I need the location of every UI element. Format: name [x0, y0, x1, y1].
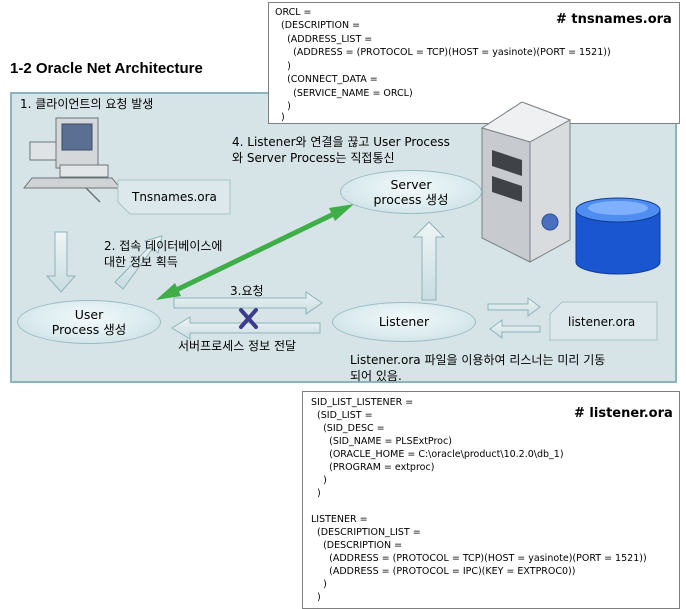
tnsnames-code-line: (DESCRIPTION = [275, 20, 361, 31]
listener-code-line: ) [311, 592, 321, 603]
page-title: 1-2 Oracle Net Architecture [10, 60, 203, 77]
listener-box-title: # listener.ora [574, 406, 673, 421]
listener-code-box: # listener.ora SID_LIST_LISTENER = (SID_… [302, 391, 680, 609]
step2-label-line1: 2. 접속 데이터베이스에 [104, 239, 223, 253]
listener-code-line: ) [311, 579, 327, 590]
direct-communication-line [166, 207, 344, 297]
tnsnames-code-line: ORCL = [275, 7, 312, 18]
direct-communication-arrowhead-user [156, 283, 181, 300]
listener-code-line: (SID_DESC = [311, 423, 385, 434]
user-process-label-line1: User [74, 307, 104, 322]
listener-code-line: ) [311, 475, 327, 486]
tnsnames-box-title: # tnsnames.ora [556, 12, 672, 27]
tnsnames-code-box: # tnsnames.ora ORCL = (DESCRIPTION = (AD… [268, 2, 680, 124]
listener-code-line: (DESCRIPTION = [311, 540, 403, 551]
listener-code-line: (PROGRAM = extproc) [311, 462, 435, 473]
listener-code-line: SID_LIST_LISTENER = [311, 397, 414, 408]
step3-label: 3.요청 [230, 284, 264, 298]
tnsnames-code-line: ) [275, 112, 285, 123]
listener-code-line: ) [311, 488, 321, 499]
server-info-label: 서버프로세스 정보 전달 [178, 339, 297, 353]
tnsnames-code-line: (CONNECT_DATA = [275, 74, 378, 85]
tnsnames-code-line: ) [275, 61, 291, 72]
step2-label-line2: 대한 정보 획득 [104, 255, 178, 269]
database-server-icon [480, 101, 572, 263]
server-process-label-line1: Server [390, 177, 432, 192]
server-process-node: Server process 생성 [340, 170, 482, 214]
step1-label: 1. 클라이언트의 요청 발생 [20, 97, 154, 111]
tnsnames-code-line: ) [275, 101, 291, 112]
listener-code-line: (DESCRIPTION_LIST = [311, 527, 421, 538]
listener-note-line2: 되어 있음. [350, 369, 402, 383]
user-process-label-line2: Process 생성 [51, 322, 127, 337]
database-cylinder-icon [575, 197, 661, 275]
direct-communication-arrowhead-server [329, 204, 354, 221]
listener-node: Listener [332, 302, 476, 342]
arrow-info-to-user-process [171, 316, 321, 340]
tnsnames-code-line: (SERVICE_NAME = ORCL) [275, 88, 413, 99]
arrow-listener-to-server-process [412, 221, 446, 301]
listener-code-line: (ORACLE_HOME = C:\oracle\product\10.2.0\… [311, 449, 564, 460]
tnsnames-code-line: (ADDRESS_LIST = [275, 34, 373, 45]
arrow-listener-ora-to-listener [489, 319, 541, 339]
arrow-client-to-user-process [45, 231, 77, 293]
step4-label-line1: 4. Listener와 연결을 끊고 User Process [232, 135, 450, 149]
tnsnames-code-line: (ADDRESS = (PROTOCOL = TCP)(HOST = yasin… [275, 47, 611, 58]
server-process-label-line2: process 생성 [373, 192, 449, 207]
user-process-node: User Process 생성 [17, 300, 161, 344]
listener-code-line: (ADDRESS = (PROTOCOL = TCP)(HOST = yasin… [311, 553, 647, 564]
arrow-request-to-listener [173, 291, 323, 315]
listener-code-line: (SID_LIST = [311, 410, 373, 421]
listener-code-line: (ADDRESS = (PROTOCOL = IPC)(KEY = EXTPRO… [311, 566, 576, 577]
arrow-listener-to-listener-ora [487, 297, 541, 317]
connection-cut-mark [239, 308, 258, 329]
step4-label-line2: 와 Server Process는 직접통신 [232, 151, 395, 165]
listener-ora-doc-label: listener.ora [568, 315, 636, 329]
listener-code-line: LISTENER = [311, 514, 368, 525]
listener-label: Listener [378, 314, 430, 329]
tnsnames-doc: Tnsnames.ora [117, 179, 231, 215]
arrow-tnsnames-to-client [114, 235, 163, 290]
tnsnames-doc-label: Tnsnames.ora [132, 190, 217, 204]
listener-note-line1: Listener.ora 파일을 이용하여 리스너는 미리 기동 [350, 353, 606, 367]
client-computer-icon [22, 117, 122, 203]
listener-ora-doc: listener.ora [549, 301, 658, 341]
listener-code-line: (SID_NAME = PLSExtProc) [311, 436, 452, 447]
